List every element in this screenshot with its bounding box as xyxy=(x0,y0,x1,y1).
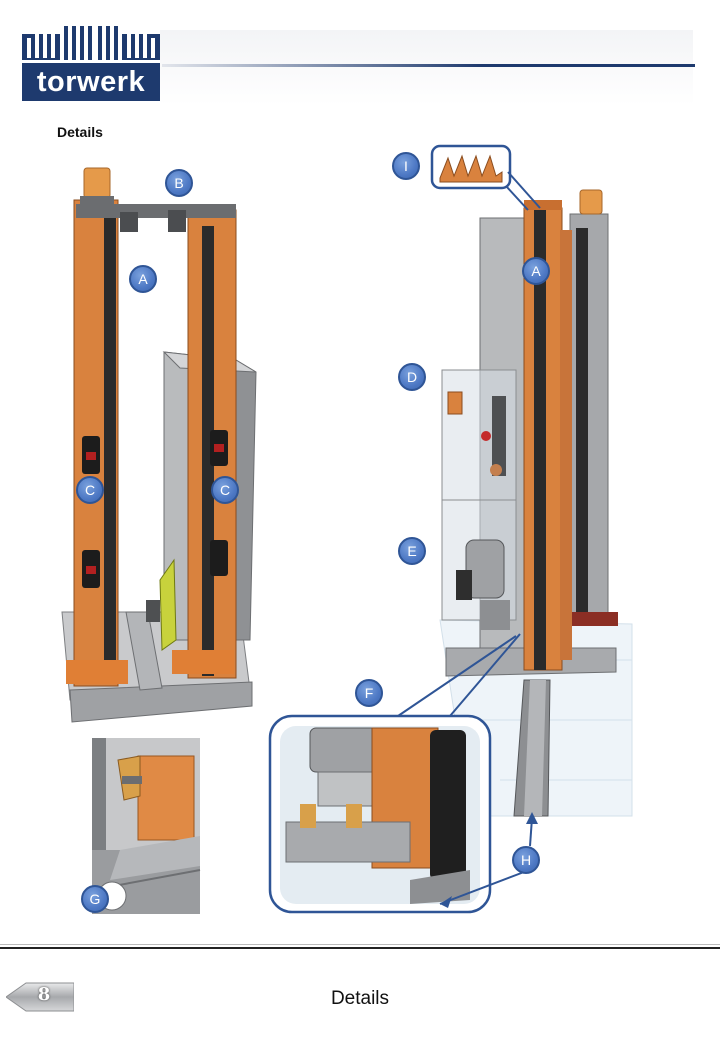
callout-h: H xyxy=(512,846,540,874)
page-number: 8 xyxy=(37,984,51,1005)
header-band xyxy=(160,30,693,105)
logo-text: torwerk xyxy=(22,63,160,101)
callout-d: D xyxy=(398,363,426,391)
callout-f: F xyxy=(355,679,383,707)
header-rule xyxy=(162,64,695,67)
callout-e: E xyxy=(398,537,426,565)
callout-b: B xyxy=(165,169,193,197)
logo-mark xyxy=(22,26,160,60)
footer-divider xyxy=(0,947,720,949)
inset-detail-f xyxy=(268,633,525,914)
torwerk-logo: torwerk xyxy=(22,22,160,104)
left-assembly xyxy=(61,167,257,723)
callout-a-left: A xyxy=(129,265,157,293)
section-title: Details xyxy=(57,124,103,140)
inset-spike-strip xyxy=(430,144,541,211)
inset-detail-g xyxy=(91,738,201,914)
callout-i: I xyxy=(392,152,420,180)
machine-drawing xyxy=(61,144,633,914)
footer-divider-light xyxy=(0,944,720,945)
callout-c-left: C xyxy=(76,476,104,504)
footer-title: Details xyxy=(330,988,390,1009)
callout-g: G xyxy=(81,885,109,913)
page-tab-arrow-icon xyxy=(6,982,74,1012)
callout-a-right: A xyxy=(522,257,550,285)
callout-c-right: C xyxy=(211,476,239,504)
